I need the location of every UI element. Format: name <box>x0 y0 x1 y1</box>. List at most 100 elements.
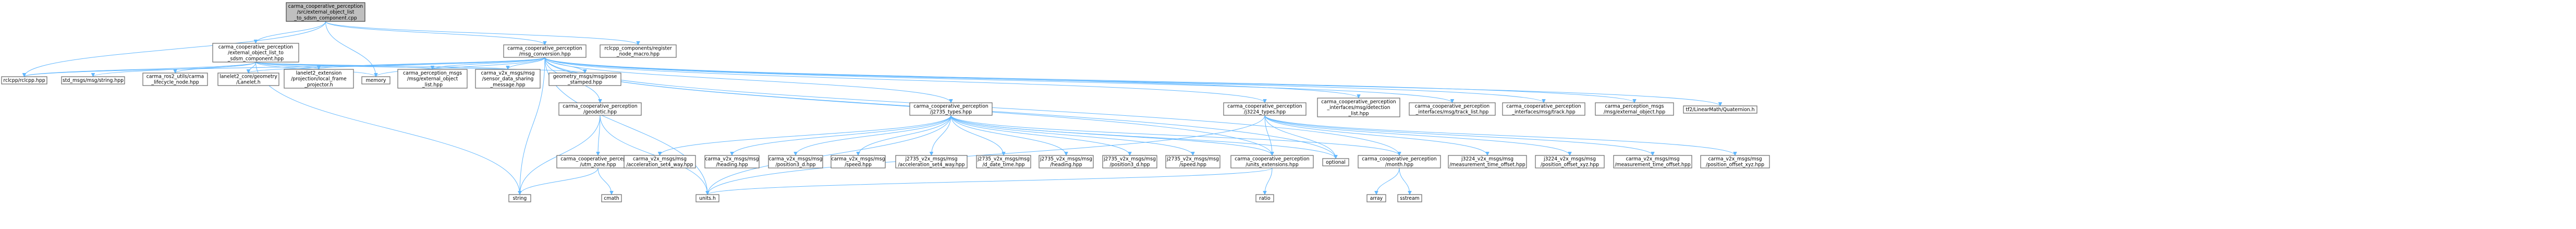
node-j3224[interactable]: carma_cooperative_perception/j3224_types… <box>1223 102 1307 116</box>
node-quaternion[interactable]: tf2/LinearMath/Quaternion.h <box>1683 105 1757 114</box>
node-carma-ros2-utils[interactable]: carma_ros2_utils/carma_lifecycle_node.hp… <box>142 73 208 86</box>
node-month[interactable]: carma_cooperative_perception/month.hpp <box>1358 155 1441 168</box>
node-label-line: j2735_v2x_msgs/msg <box>977 156 1030 162</box>
node-box <box>976 155 1031 168</box>
node-label-line: carma_cooperative_perception <box>218 44 293 50</box>
node-pos3d[interactable]: carma_v2x_msgs/msg/position3_d.hpp <box>768 155 823 168</box>
edge-j2735-to-j2735-heading <box>950 115 1066 156</box>
node-box <box>548 73 621 86</box>
node-label-line: carma_v2x_msgs/msg <box>1708 156 1762 162</box>
node-optional[interactable]: optional <box>1322 158 1349 166</box>
node-label-line: /src/external_object_list <box>297 9 355 15</box>
node-lanelet-core[interactable]: lanelet2_core/geometry/Lanelet.h <box>217 73 279 86</box>
node-j2735[interactable]: carma_cooperative_perception/j2735_types… <box>909 102 993 116</box>
node-box <box>1613 155 1692 168</box>
node-sstream[interactable]: sstream <box>1397 194 1422 202</box>
node-iface-track[interactable]: carma_cooperative_perception_interfaces/… <box>1502 102 1585 116</box>
node-label-line: /msg/external_object.hpp <box>1604 110 1665 115</box>
node-label-line: ratio <box>1259 196 1271 201</box>
edge-msg-conv-to-iface-track-list <box>544 57 1452 103</box>
edge-j2735-to-pos3d <box>796 115 951 156</box>
node-label-line: rclcpp/rclcpp.hpp <box>3 78 45 83</box>
node-v2x-posoff[interactable]: carma_v2x_msgs/msg/position_offset_xyz.h… <box>1700 155 1770 168</box>
node-memory[interactable]: memory <box>361 76 390 85</box>
node-lanelet-ext[interactable]: lanelet2_extension/projection/local_fram… <box>284 69 354 89</box>
edge-j2735-to-speed <box>858 115 951 156</box>
node-pose-stamped[interactable]: geometry_msgs/msg/pose_stamped.hpp <box>548 73 621 86</box>
node-box <box>503 44 587 58</box>
edge-msg-conv-to-cp-ext-obj <box>544 57 1634 103</box>
node-box <box>142 73 208 86</box>
node-std-string[interactable]: std_msgs/msg/string.hpp <box>61 76 125 85</box>
node-root[interactable]: carma_cooperative_perception/src/externa… <box>286 2 365 22</box>
edge-root-to-msg-conv <box>325 21 545 45</box>
node-j3224-posoff[interactable]: j3224_v2x_msgs/msg/position_offset_xyz.h… <box>1535 155 1605 168</box>
node-box <box>704 155 760 168</box>
node-units-ext[interactable]: carma_cooperative_perception/units_exten… <box>1230 155 1314 168</box>
node-label-line: carma_v2x_msgs/msg <box>481 70 534 76</box>
node-box <box>624 155 696 168</box>
node-iface-track-list[interactable]: carma_cooperative_perception_interfaces/… <box>1409 102 1496 116</box>
node-label-line: /msg_conversion.hpp <box>519 52 571 57</box>
edge-eol-hpp-to-lanelet-ext <box>255 62 319 70</box>
node-j2735-speed[interactable]: j2735_v2x_msgs/msg/speed.hpp <box>1165 155 1220 168</box>
node-label-line: carma_ros2_utils/carma <box>146 74 204 80</box>
node-string[interactable]: string <box>508 194 531 202</box>
edge-j3224-to-j3224-posoff <box>1264 115 1570 156</box>
edge-j2735-to-accel-yaw <box>660 115 951 156</box>
node-j2735-pos3d[interactable]: j2735_v2x_msgs/msg/position3_d.hpp <box>1102 155 1157 168</box>
node-label-line: carma_perception_msgs <box>403 70 462 76</box>
node-label-line: geometry_msgs/msg/pose <box>553 74 617 80</box>
node-label-line: carma_cooperative_perception <box>288 4 363 9</box>
node-cp-ext-obj[interactable]: carma_perception_msgs/msg/external_objec… <box>1595 102 1674 116</box>
node-j2735-accel[interactable]: j2735_v2x_msgs/msg/acceleration_set4_way… <box>895 155 968 168</box>
node-eol-hpp[interactable]: carma_cooperative_perception/external_ob… <box>212 43 299 63</box>
node-label-line: carma_cooperative_perception <box>1235 156 1309 162</box>
node-label-line: _list.hpp <box>422 82 443 88</box>
edge-j2735-to-optional <box>950 115 1336 159</box>
node-speed[interactable]: carma_v2x_msgs/msg/speed.hpp <box>831 155 886 168</box>
node-j2735-heading[interactable]: j2735_v2x_msgs/msg/heading.hpp <box>1039 155 1094 168</box>
node-ratio[interactable]: ratio <box>1255 194 1274 202</box>
node-label-line: carma_v2x_msgs/msg <box>768 156 822 162</box>
node-msg-conv[interactable]: carma_cooperative_perception/msg_convers… <box>503 44 587 58</box>
node-label-line: /position3_d.hpp <box>1109 162 1150 168</box>
node-label-line: _interfaces/msg/track.hpp <box>1511 110 1575 115</box>
node-array[interactable]: array <box>1366 194 1386 202</box>
node-cmath[interactable]: cmath <box>601 194 622 202</box>
node-cp-ext-obj-list[interactable]: carma_perception_msgs/msg/external_objec… <box>397 69 468 89</box>
node-v2x-sensor-sharing[interactable]: carma_v2x_msgs/msg/sensor_data_sharing_m… <box>475 69 541 89</box>
node-rclcpp[interactable]: rclcpp/rclcpp.hpp <box>1 76 47 85</box>
node-label-line: /position_offset_xyz.hpp <box>1541 162 1599 168</box>
edge-units-ext-to-units <box>707 167 1273 195</box>
node-label-line: /d_date_time.hpp <box>983 162 1025 168</box>
node-units[interactable]: units.h <box>695 194 719 202</box>
node-label-line: /Lanelet.h <box>236 80 261 86</box>
node-geodetic[interactable]: carma_cooperative_perception/geodetic.hp… <box>558 102 642 116</box>
node-heading[interactable]: carma_v2x_msgs/msg/heading.hpp <box>704 155 760 168</box>
node-j3224-mtoff[interactable]: j3224_v2x_msgs/msg/measurement_time_offs… <box>1448 155 1527 168</box>
node-box <box>1 76 47 85</box>
node-v2x-mtoff[interactable]: carma_v2x_msgs/msg/measurement_time_offs… <box>1613 155 1692 168</box>
node-label-line: lanelet2_extension <box>296 70 342 76</box>
node-box <box>1358 155 1441 168</box>
node-box <box>1700 155 1770 168</box>
node-box <box>508 194 531 202</box>
edge-msg-conv-to-memory <box>376 57 545 77</box>
node-box <box>1317 98 1400 117</box>
node-label-line: sstream <box>1400 196 1419 201</box>
node-accel-yaw[interactable]: carma_v2x_msgs/msg/acceleration_set4_way… <box>624 155 696 168</box>
node-label-line: optional <box>1326 160 1346 165</box>
node-label-line: rclcpp_components/register <box>604 46 672 52</box>
node-j2735-ddt[interactable]: j2735_v2x_msgs/msg/d_date_time.hpp <box>976 155 1031 168</box>
edge-j2735-to-j2735-ddt <box>950 115 1004 155</box>
node-register-node[interactable]: rclcpp_components/register_node_macro.hp… <box>600 44 677 58</box>
node-label-line: /geodetic.hpp <box>583 110 617 115</box>
node-label-line: /external_object_list_to <box>228 50 284 56</box>
edge-j3224-to-units <box>707 115 1265 195</box>
edge-msg-conv-to-lanelet-core <box>249 57 545 74</box>
node-box <box>1102 155 1157 168</box>
node-label-line: /acceleration_set4_way.hpp <box>898 162 965 168</box>
node-iface-detection[interactable]: carma_cooperative_perception_interfaces/… <box>1317 98 1400 117</box>
